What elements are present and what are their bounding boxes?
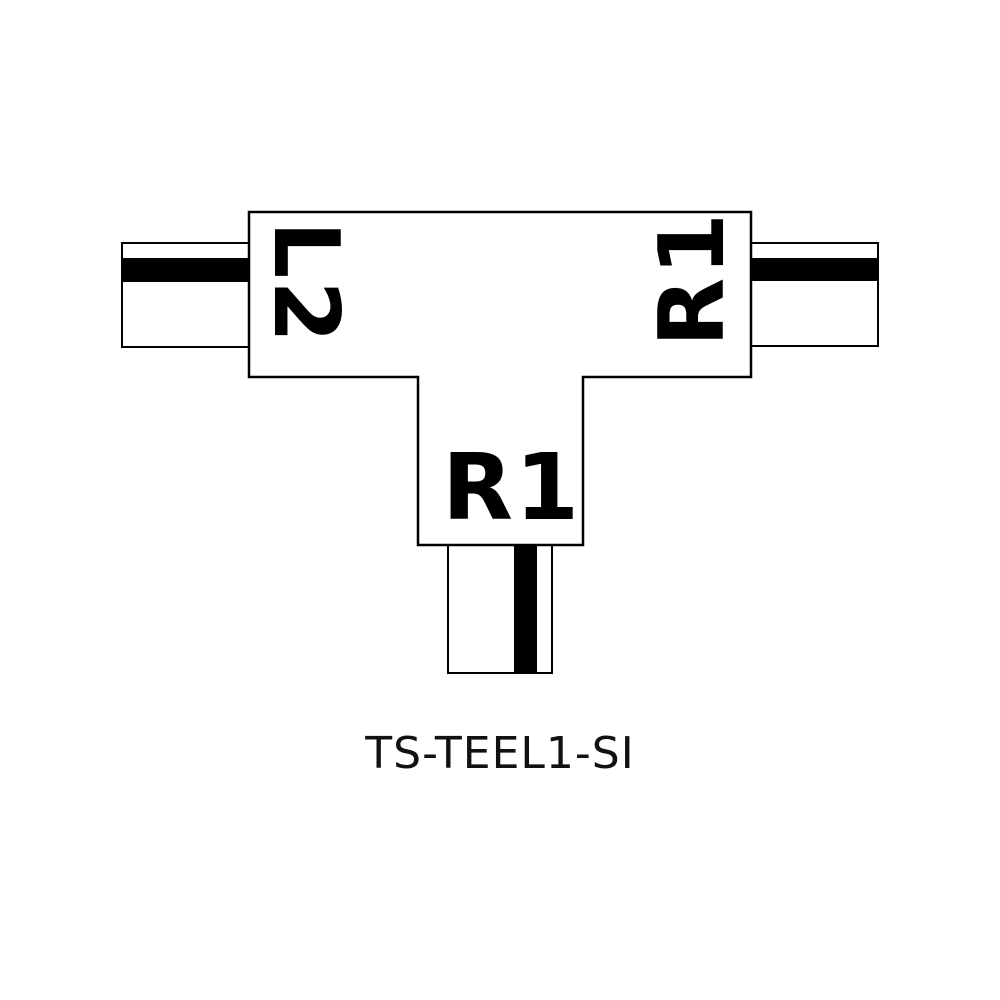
product-code-caption: TS-TEEL1-SI xyxy=(365,728,635,779)
bottom-label-wrap: R1 xyxy=(442,440,585,535)
left-label-wrap: L2 xyxy=(253,221,358,345)
right-label-wrap: R1 xyxy=(640,211,745,347)
left-conductor-band xyxy=(122,258,250,282)
bottom-label: R1 xyxy=(442,433,581,541)
right-conductor-band xyxy=(750,258,878,281)
right-label: R1 xyxy=(640,211,745,347)
left-label: L2 xyxy=(253,221,359,345)
bottom-conductor-band xyxy=(514,544,537,673)
